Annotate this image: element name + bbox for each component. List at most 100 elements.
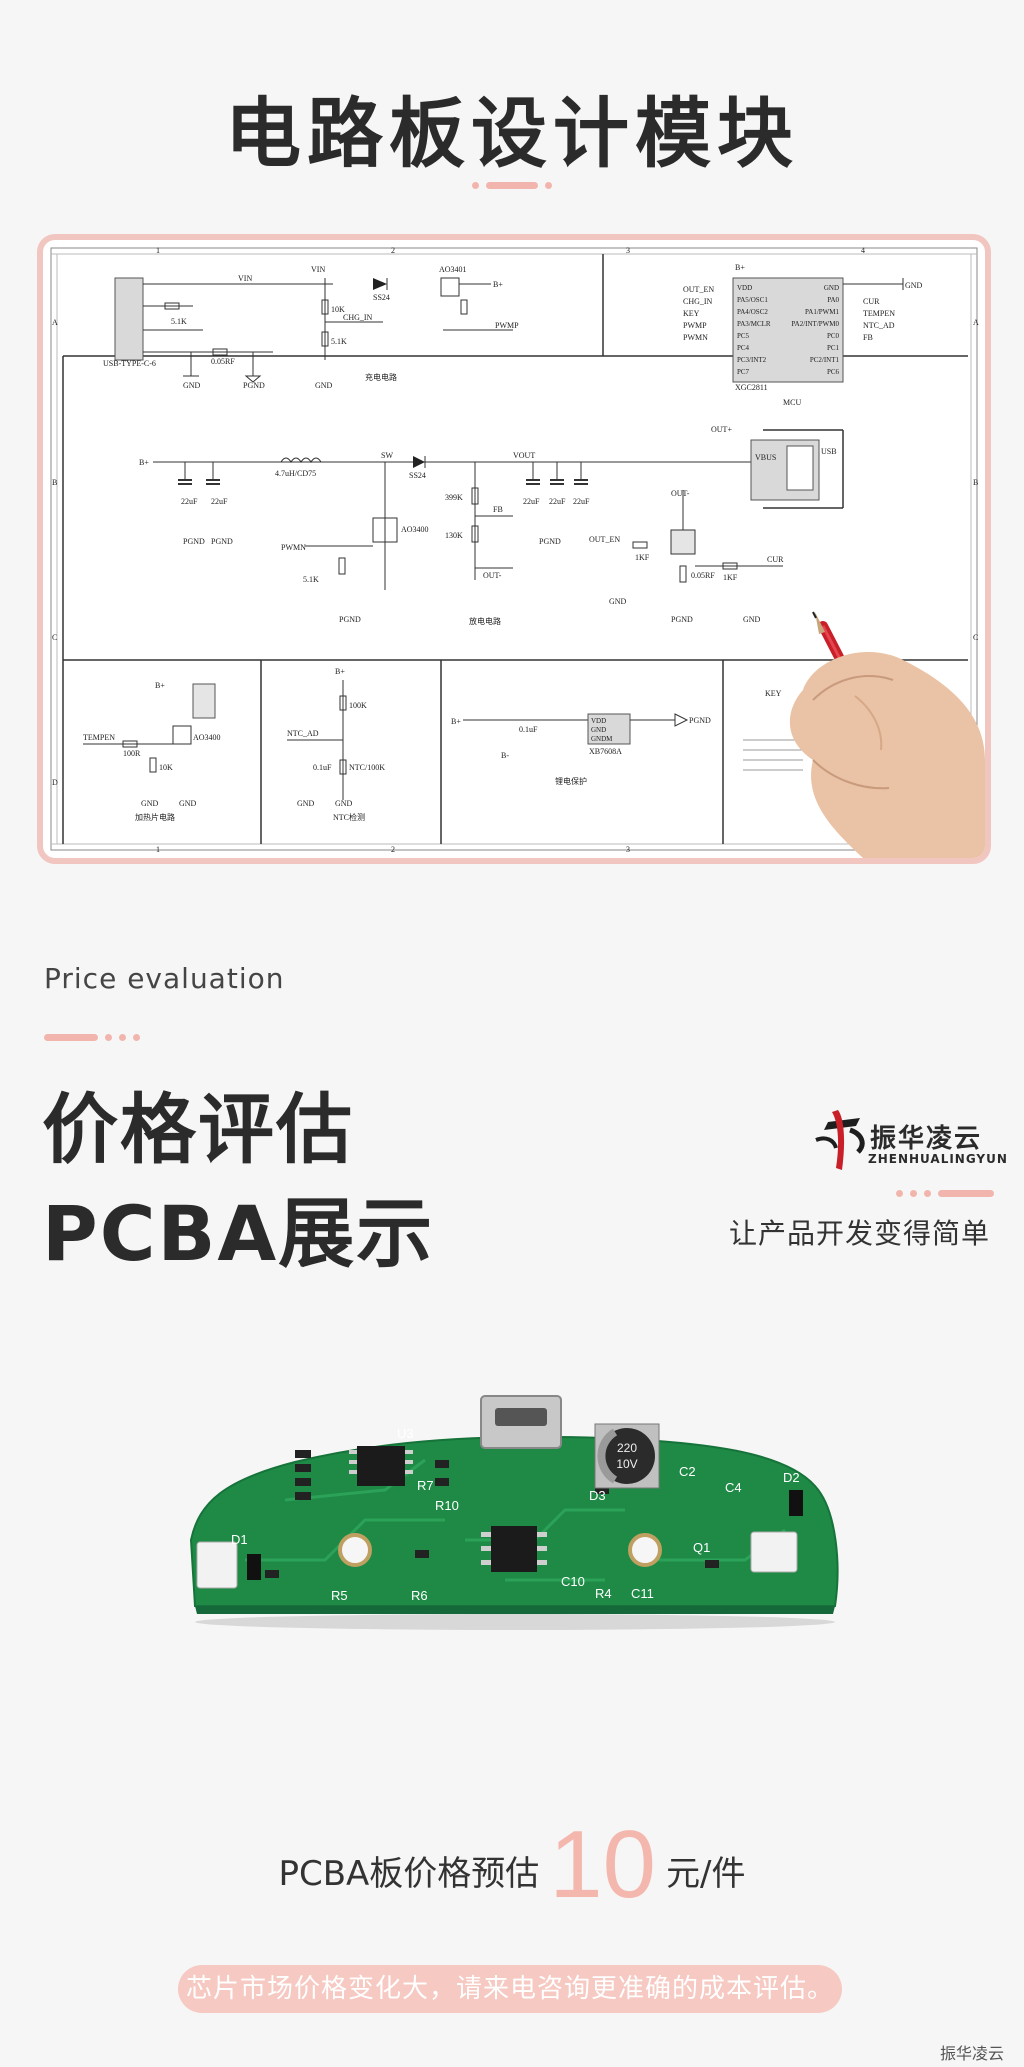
net-label: OUT- [671,489,690,498]
col-number: 1 [156,246,160,255]
capacitor-value: 220 [617,1441,637,1455]
section-label-discharge: 放电电路 [469,616,501,626]
section-label-ntc: NTC检测 [333,812,365,822]
mcu-pin-left: PC3/INT2 [737,356,767,364]
row-letter: A [52,318,58,327]
capacitor-label: 22uF [211,497,228,506]
net-label: OUT+ [711,425,732,434]
resistor-label: 10K [159,763,173,772]
resistor-label: 5.1K [171,317,187,326]
mcu-pin-right: PC0 [827,332,840,340]
net-label: VIN [238,274,252,283]
silk-label: U3 [397,1426,414,1441]
net-label: GND [315,381,333,390]
net-label: B+ [451,717,461,726]
resistor-label: 100K [349,701,367,710]
net-label: OUT_EN [589,535,620,544]
net-label: GND [609,597,627,606]
mcu-pin-left: PC4 [737,344,750,352]
section-label-battery: 锂电保护 [555,776,587,786]
net-label: PWMP [683,321,707,330]
net-label: KEY [683,309,700,318]
usb-out-label: USB [821,447,837,456]
battery-ic-pin: VDD [591,717,606,725]
silk-label: D3 [589,1488,606,1503]
silk-label: R5 [331,1588,348,1603]
section-label-heater: 加热片电路 [135,812,175,822]
mcu-pin-left: PC7 [737,368,750,376]
net-label: VOUT [513,451,535,460]
row-letter: B [52,478,57,487]
net-label: GND [179,799,197,808]
col-number: 1 [156,845,160,854]
resistor-label: 5.1K [303,575,319,584]
net-label: GND [297,799,315,808]
net-label: GND [141,799,159,808]
inductor-label: 4.7uH/CD75 [275,469,316,478]
col-number: 4 [861,246,865,255]
silk-label: R10 [435,1498,459,1513]
net-label: CUR [767,555,784,564]
net-label: SW [381,451,393,460]
silk-label: C2 [679,1464,696,1479]
col-number: 3 [626,246,630,255]
net-label: FB [493,505,503,514]
section-label-charge: 充电电路 [365,372,397,382]
watermark: 振华凌云 [940,2044,1005,2063]
price-suffix: 元/件 [666,1854,746,1894]
net-label: NTC_AD [287,729,319,738]
hand-with-pencil [789,611,985,858]
row-letter: C [52,633,57,642]
net-label: PGND [671,615,693,624]
net-label: CUR [863,297,880,306]
mcu-pin-right: PA0 [827,296,839,304]
silk-label: D2 [783,1470,800,1485]
section-label-mcu: MCU [783,398,801,407]
capacitor-voltage: 10V [616,1457,637,1471]
net-label: PWMN [683,333,708,342]
net-label: PGND [243,381,265,390]
mcu-chip-label: XGC2811 [735,383,768,392]
heading-price-evaluation: 价格评估 [42,1085,354,1174]
resistor-label: 5.1K [331,337,347,346]
capacitor-label: 22uF [181,497,198,506]
capacitor-label: 0.1uF [313,763,332,772]
price-notice-pill: 芯片市场价格变化大，请来电咨询更准确的成本评估。 [178,1965,842,2013]
price-prefix: PCBA板价格预估 [278,1854,540,1894]
row-letter: D [52,778,58,787]
net-label: VIN [311,265,325,274]
schematic-drawing: 1 2 3 4 1 2 3 A B C D A B C USB-TYPE-C-6… [50,246,985,858]
col-number: 2 [391,246,395,255]
net-label: GND [905,281,923,290]
slogan-decoration [896,1190,994,1197]
mcu-left-pins: VDDPA5/OSC1PA4/OSC2PA3/MCLRPC5PC4PC3/INT… [737,284,771,376]
mcu-pin-left: PA5/OSC1 [737,296,768,304]
resistor-label: 1KF [635,553,650,562]
row-letter: A [973,318,979,327]
net-label: B- [501,751,509,760]
net-label: NTC_AD [863,321,895,330]
title-decoration [472,182,552,189]
mosfet-label: AO3401 [439,265,467,274]
row-letter: B [973,478,978,487]
battery-ic-label: XB7608A [589,747,622,756]
resistor-label: 0.05RF [691,571,715,580]
mcu-pin-left: VDD [737,284,752,292]
net-label: PWMN [281,543,306,552]
slogan: 让产品开发变得简单 [728,1217,990,1250]
net-label: PGND [539,537,561,546]
diode-label: SS24 [373,293,390,302]
silk-label: R6 [411,1588,428,1603]
mcu-pin-left: PC5 [737,332,750,340]
resistor-label: 100R [123,749,141,758]
net-label: TEMPEN [863,309,895,318]
pcba-board-image: 220 10V U3 R10 R7 D1 C10 R5 R6 C4 C2 Q1 … [189,1395,839,1630]
net-label: PGND [339,615,361,624]
price-estimate: PCBA板价格预估 10 元/件 [0,1815,1024,1915]
net-label: B+ [155,681,165,690]
capacitor-label: 22uF [549,497,566,506]
net-label: FB [863,333,873,342]
row-letter: C [973,633,978,642]
capacitor-label: 22uF [523,497,540,506]
